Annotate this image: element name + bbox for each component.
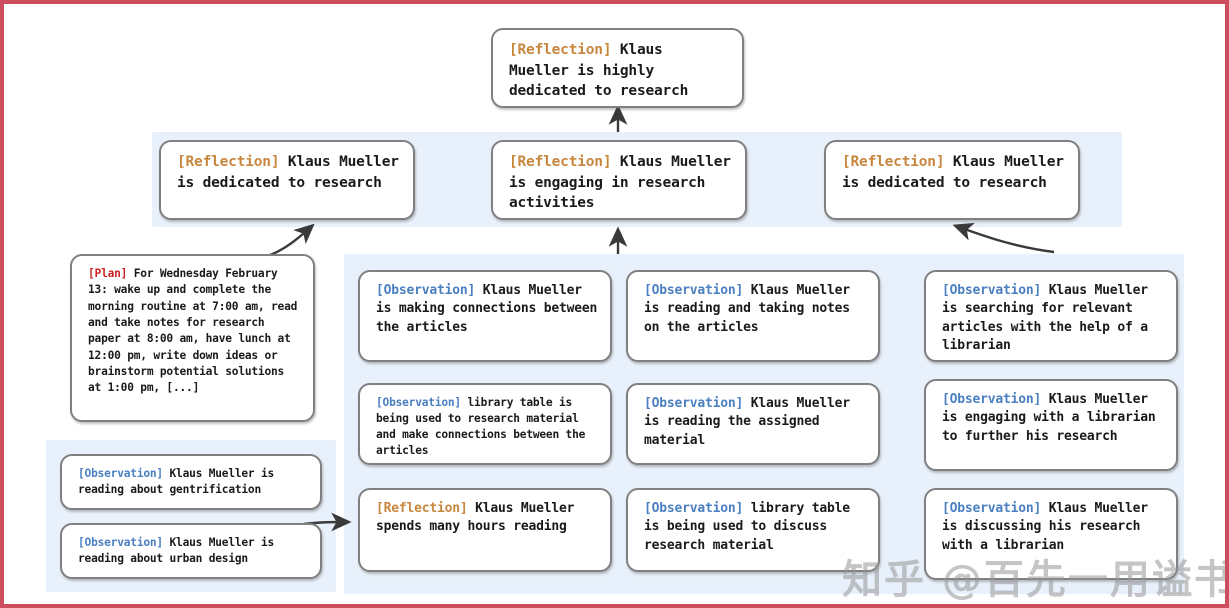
node-text: Klaus Mueller is highly dedicated to res…	[509, 42, 689, 100]
node-tag: [Observation]	[942, 392, 1042, 407]
node-col3-obs-2[interactable]: [Observation] Klaus Mueller is engaging …	[924, 379, 1178, 471]
node-tag: [Observation]	[942, 501, 1042, 516]
node-text: Klaus Mueller is engaging in research ac…	[509, 154, 740, 212]
node-text: Klaus Mueller is reading the assigned ma…	[644, 396, 858, 448]
node-text: library table is being used to discuss r…	[644, 501, 858, 553]
node-obs-bottom-left-2[interactable]: [Observation] Klaus Mueller is reading a…	[60, 523, 322, 579]
node-tag: [Observation]	[78, 536, 163, 549]
node-plan[interactable]: [Plan] For Wednesday February 13: wake u…	[70, 254, 315, 422]
node-text: For Wednesday February 13: wake up and c…	[88, 267, 304, 395]
node-tag: [Reflection]	[842, 154, 945, 170]
node-tag: [Observation]	[376, 396, 461, 409]
node-tag: [Observation]	[644, 501, 744, 516]
node-text: library table is being used to research …	[376, 396, 592, 457]
node-col2-obs-3[interactable]: [Observation] library table is being use…	[626, 488, 880, 572]
node-text: Klaus Mueller is dedicated to research	[177, 154, 408, 191]
node-tag: [Plan]	[88, 267, 128, 280]
node-tag: [Observation]	[376, 283, 476, 298]
node-text: Klaus Mueller is making connections betw…	[376, 283, 605, 335]
node-tag: [Reflection]	[177, 154, 280, 170]
node-col1-obs-1[interactable]: [Observation] Klaus Mueller is making co…	[358, 270, 612, 362]
node-text: Klaus Mueller is dedicated to research	[842, 154, 1073, 191]
node-col2-obs-2[interactable]: [Observation] Klaus Mueller is reading t…	[626, 383, 880, 465]
node-col2-obs-1[interactable]: [Observation] Klaus Mueller is reading a…	[626, 270, 880, 362]
node-mid-reflection-left[interactable]: [Reflection] Klaus Mueller is dedicated …	[159, 140, 415, 220]
node-tag: [Observation]	[942, 283, 1042, 298]
node-text: Klaus Mueller spends many hours reading	[376, 501, 582, 535]
node-text: Klaus Mueller is reading and taking note…	[644, 283, 858, 335]
node-col1-reflection[interactable]: [Reflection] Klaus Mueller spends many h…	[358, 488, 612, 572]
node-text: Klaus Mueller is discussing his research…	[942, 501, 1156, 553]
node-obs-bottom-left-1[interactable]: [Observation] Klaus Mueller is reading a…	[60, 454, 322, 510]
node-text: Klaus Mueller is reading about urban des…	[78, 536, 281, 565]
node-tag: [Reflection]	[509, 42, 612, 58]
node-col3-obs-3[interactable]: [Observation] Klaus Mueller is discussin…	[924, 488, 1178, 580]
node-mid-reflection-right[interactable]: [Reflection] Klaus Mueller is dedicated …	[824, 140, 1080, 220]
node-tag: [Observation]	[78, 467, 163, 480]
node-top-reflection[interactable]: [Reflection] Klaus Mueller is highly ded…	[491, 28, 744, 108]
node-text: Klaus Mueller is searching for relevant …	[942, 283, 1156, 354]
node-mid-reflection-center[interactable]: [Reflection] Klaus Mueller is engaging i…	[491, 140, 747, 220]
node-tag: [Observation]	[644, 283, 744, 298]
node-tag: [Reflection]	[509, 154, 612, 170]
node-tag: [Reflection]	[376, 501, 468, 516]
node-text: Klaus Mueller is reading about gentrific…	[78, 467, 281, 496]
node-col3-obs-1[interactable]: [Observation] Klaus Mueller is searching…	[924, 270, 1178, 362]
node-tag: [Observation]	[644, 396, 744, 411]
node-col1-obs-2[interactable]: [Observation] library table is being use…	[358, 383, 612, 465]
node-text: Klaus Mueller is engaging with a librari…	[942, 392, 1164, 444]
